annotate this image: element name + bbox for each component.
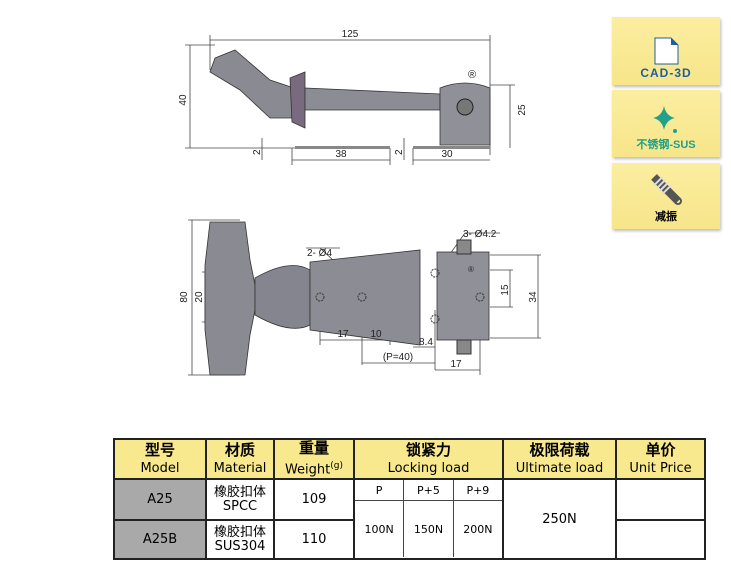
- price-cell: [615, 478, 706, 522]
- dim-overall-height: 80: [179, 291, 190, 303]
- holes-b-label: 3- Ø4.2: [463, 229, 497, 240]
- dim-base-right: 30: [441, 149, 453, 160]
- dim-height: 40: [178, 94, 189, 106]
- locking-value-p5: 150N: [403, 499, 454, 558]
- ultimate-load-cell: 250N: [502, 478, 617, 561]
- stainless-steel-badge: 不锈钢-SUS: [612, 90, 720, 157]
- price-cell: [615, 519, 706, 561]
- stainless-label: 不锈钢-SUS: [636, 139, 696, 151]
- registered-mark-2: ®: [468, 265, 474, 274]
- sparkle-icon: [653, 106, 677, 133]
- dim-overall-length: 125: [342, 29, 359, 40]
- cad-3d-button[interactable]: CAD-3D: [612, 17, 720, 85]
- weight-cell: 109: [273, 478, 355, 522]
- locking-sub-p: P: [355, 480, 405, 501]
- dim-base-left: 38: [335, 149, 347, 160]
- cad-3d-label: CAD-3D: [640, 66, 692, 80]
- damping-label: 减振: [655, 211, 677, 223]
- dim-thickness-left: 2: [252, 149, 263, 155]
- model-cell: A25B: [113, 519, 207, 561]
- latch-top-shape: [204, 221, 490, 376]
- dim-handle-width: 20: [194, 291, 205, 303]
- document-icon: [654, 37, 679, 65]
- model-cell: A25: [113, 478, 207, 522]
- locking-value-p9: 200N: [452, 499, 502, 558]
- dim-17: 17: [337, 329, 349, 340]
- top-view-drawing: ® 80 20 2- Ø4 3- Ø4.2 17 10 8.4 (P=40) 1…: [179, 219, 541, 376]
- locking-value-p: 100N: [355, 499, 405, 558]
- shock-absorber-icon: [651, 174, 683, 206]
- dim-17b: 17: [450, 359, 462, 370]
- dim-34: 34: [528, 291, 539, 303]
- dim-pitch: (P=40): [383, 352, 413, 363]
- dim-15: 15: [500, 284, 511, 296]
- locking-sub-p5: P+5: [403, 480, 454, 501]
- dim-hinge-height: 25: [517, 104, 528, 116]
- dim-8-4: 8.4: [419, 337, 433, 348]
- holes-a-label: 2- Ø4: [307, 248, 332, 259]
- locking-sub-p9: P+9: [452, 480, 502, 501]
- weight-cell: 110: [273, 519, 355, 561]
- side-view-drawing: ® 125 40 25 2 38 2 30: [178, 29, 528, 165]
- latch-side-shape: [209, 49, 491, 149]
- dim-10: 10: [370, 329, 382, 340]
- vibration-damping-badge: 减振: [612, 163, 720, 229]
- dim-thickness-right: 2: [394, 149, 405, 155]
- registered-mark: ®: [468, 69, 476, 81]
